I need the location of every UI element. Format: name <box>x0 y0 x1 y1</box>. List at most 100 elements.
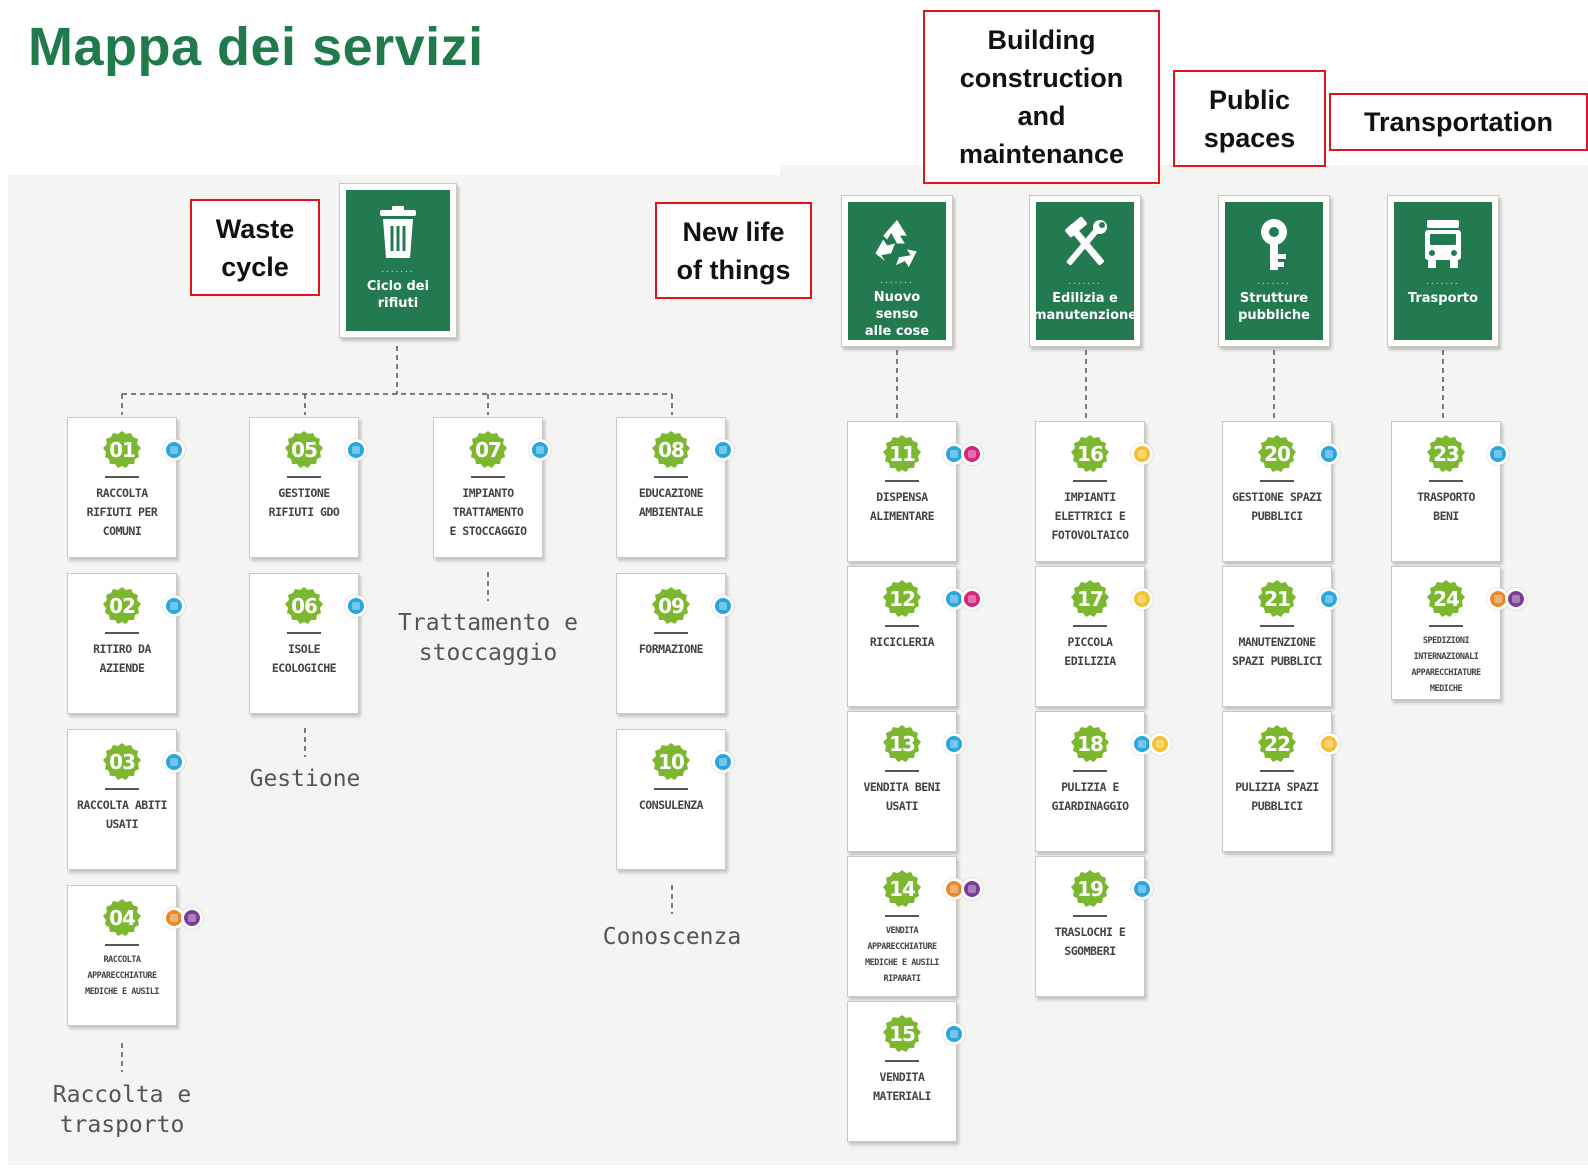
service-card-06[interactable]: 06 ISOLE ECOLOGICHE <box>249 573 359 714</box>
number-badge: 21 <box>1257 579 1297 619</box>
service-label: FORMAZIONE <box>638 642 704 656</box>
service-label: CONSULENZA <box>638 798 704 812</box>
service-card-07[interactable]: 07 IMPIANTO TRATTAMENTO E STOCCAGGIO <box>433 417 543 558</box>
service-card-10[interactable]: 10 CONSULENZA <box>616 729 726 870</box>
service-label: RACCOLTA ABITI USATI <box>77 798 167 831</box>
service-card-13[interactable]: 13 VENDITA BENI USATI <box>847 711 957 852</box>
number-badge: 22 <box>1257 724 1297 764</box>
pink-category-dot <box>961 588 983 610</box>
purple-category-dot <box>961 878 983 900</box>
yellow-category-dot <box>1149 733 1171 755</box>
service-label: DISPENSA ALIMENTARE <box>869 490 935 523</box>
number-badge: 15 <box>882 1014 922 1054</box>
category-nuovo-senso[interactable]: ....... Nuovo senso alle cose <box>841 195 953 347</box>
group-label-conoscenza: Conoscenza <box>602 924 742 950</box>
service-label: TRASPORTO BENI <box>1417 490 1475 523</box>
yellow-category-dot <box>1131 588 1153 610</box>
service-label: IMPIANTI ELETTRICI E FOTOVOLTAICO <box>1051 490 1129 542</box>
service-card-02[interactable]: 02 RITIRO DA AZIENDE <box>67 573 177 714</box>
annotation-new-life: New life of things <box>655 202 812 299</box>
service-card-22[interactable]: 22 PULIZIA SPAZI PUBBLICI <box>1222 711 1332 852</box>
yellow-category-dot <box>1318 733 1340 755</box>
service-label: GESTIONE SPAZI PUBBLICI <box>1232 490 1322 523</box>
service-label: RACCOLTA APPARECCHIATURE MEDICHE E AUSIL… <box>85 955 159 997</box>
category-label: Nuovo senso alle cose <box>864 290 930 339</box>
service-card-15[interactable]: 15 VENDITA MATERIALI <box>847 1001 957 1142</box>
blue-category-dot <box>1131 878 1153 900</box>
category-ciclo-rifiuti[interactable]: ....... Ciclo dei rifiuti <box>339 183 457 338</box>
annotation-waste-cycle: Waste cycle <box>190 199 320 296</box>
category-label: Edilizia e manutenzione <box>1032 291 1138 323</box>
category-label: Ciclo dei rifiuti <box>366 279 430 311</box>
service-label: ISOLE ECOLOGICHE <box>271 642 337 675</box>
service-card-24[interactable]: 24 SPEDIZIONI INTERNAZIONALI APPARECCHIA… <box>1391 566 1501 700</box>
service-card-14[interactable]: 14 VENDITA APPARECCHIATURE MEDICHE E AUS… <box>847 856 957 997</box>
purple-category-dot <box>1505 588 1527 610</box>
service-label: RACCOLTA RIFIUTI PER COMUNI <box>86 486 158 538</box>
service-card-20[interactable]: 20 GESTIONE SPAZI PUBBLICI <box>1222 421 1332 562</box>
number-badge: 11 <box>882 434 922 474</box>
service-label: TRASLOCHI E SGOMBERI <box>1054 925 1126 958</box>
service-card-09[interactable]: 09 FORMAZIONE <box>616 573 726 714</box>
hammer-wrench-icon <box>1065 216 1107 266</box>
number-badge: 23 <box>1426 434 1466 474</box>
category-strutture[interactable]: ....... Strutture pubbliche <box>1218 195 1330 347</box>
group-label-gestione: Gestione <box>249 766 361 792</box>
service-card-11[interactable]: 11 DISPENSA ALIMENTARE <box>847 421 957 562</box>
number-badge: 16 <box>1070 434 1110 474</box>
category-trasporto[interactable]: ....... Trasporto <box>1387 195 1499 347</box>
blue-category-dot <box>345 439 367 461</box>
service-label: GESTIONE RIFIUTI GDO <box>268 486 340 519</box>
service-card-08[interactable]: 08 EDUCAZIONE AMBIENTALE <box>616 417 726 558</box>
service-label: EDUCAZIONE AMBIENTALE <box>638 486 704 519</box>
service-card-03[interactable]: 03 RACCOLTA ABITI USATI <box>67 729 177 870</box>
number-badge: 20 <box>1257 434 1297 474</box>
blue-category-dot <box>345 595 367 617</box>
service-card-23[interactable]: 23 TRASPORTO BENI <box>1391 421 1501 562</box>
service-label: PULIZIA E GIARDINAGGIO <box>1051 780 1129 813</box>
recycle-icon <box>875 219 917 268</box>
number-badge: 13 <box>882 724 922 764</box>
blue-category-dot <box>1318 443 1340 465</box>
blue-category-dot <box>1487 443 1509 465</box>
category-label: Trasporto <box>1407 291 1479 306</box>
annotation-public-spaces: Public spaces <box>1173 70 1326 167</box>
service-card-16[interactable]: 16 IMPIANTI ELETTRICI E FOTOVOLTAICO <box>1035 421 1145 562</box>
number-badge: 02 <box>102 586 142 626</box>
service-label: SPEDIZIONI INTERNAZIONALI APPARECCHIATUR… <box>1411 636 1481 694</box>
service-label: RICICLERIA <box>869 635 935 649</box>
truck-icon <box>1425 220 1461 268</box>
number-badge: 04 <box>102 898 142 938</box>
number-badge: 08 <box>651 430 691 470</box>
category-edilizia[interactable]: ....... Edilizia e manutenzione <box>1029 195 1141 347</box>
service-card-18[interactable]: 18 PULIZIA E GIARDINAGGIO <box>1035 711 1145 852</box>
blue-category-dot <box>943 1023 965 1045</box>
annotation-building: Building construction and maintenance <box>923 10 1160 184</box>
blue-category-dot <box>943 733 965 755</box>
group-label-trattamento: Trattamento e stoccaggio <box>398 610 579 666</box>
service-card-19[interactable]: 19 TRASLOCHI E SGOMBERI <box>1035 856 1145 997</box>
number-badge: 17 <box>1070 579 1110 619</box>
orange-category-dot <box>163 907 185 929</box>
service-card-21[interactable]: 21 MANUTENZIONE SPAZI PUBBLICI <box>1222 566 1332 707</box>
service-card-01[interactable]: 01 RACCOLTA RIFIUTI PER COMUNI <box>67 417 177 558</box>
service-card-05[interactable]: 05 GESTIONE RIFIUTI GDO <box>249 417 359 558</box>
blue-category-dot <box>712 751 734 773</box>
yellow-category-dot <box>1131 443 1153 465</box>
number-badge: 05 <box>284 430 324 470</box>
blue-category-dot <box>712 595 734 617</box>
blue-category-dot <box>1318 588 1340 610</box>
blue-category-dot <box>529 439 551 461</box>
number-badge: 12 <box>882 579 922 619</box>
category-label: Strutture pubbliche <box>1238 291 1310 323</box>
purple-category-dot <box>181 907 203 929</box>
number-badge: 01 <box>102 430 142 470</box>
service-label: VENDITA APPARECCHIATURE MEDICHE E AUSILI… <box>865 926 939 984</box>
number-badge: 14 <box>882 869 922 909</box>
blue-category-dot <box>712 439 734 461</box>
service-label: PULIZIA SPAZI PUBBLICI <box>1235 780 1319 813</box>
service-card-04[interactable]: 04 RACCOLTA APPARECCHIATURE MEDICHE E AU… <box>67 885 177 1026</box>
service-card-17[interactable]: 17 PICCOLA EDILIZIA <box>1035 566 1145 707</box>
number-badge: 03 <box>102 742 142 782</box>
service-card-12[interactable]: 12 RICICLERIA <box>847 566 957 707</box>
